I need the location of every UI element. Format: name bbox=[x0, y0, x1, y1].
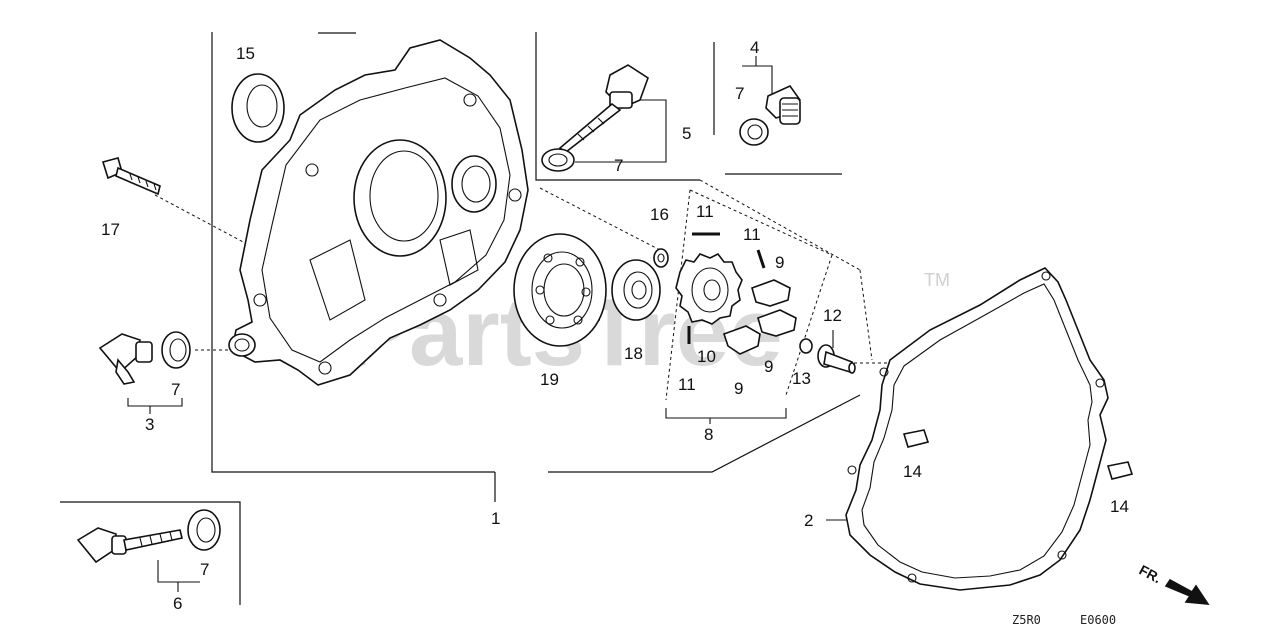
callout-10: 10 bbox=[697, 347, 716, 366]
drain-plug-washer bbox=[739, 118, 769, 146]
oil-dipstick bbox=[76, 527, 183, 564]
flange-bolt bbox=[101, 157, 161, 196]
governor-weight-upper bbox=[751, 279, 791, 307]
callout-3: 3 bbox=[145, 415, 154, 434]
dipstick-o-ring bbox=[187, 509, 221, 551]
diagram-code-left: Z5R0 bbox=[1012, 613, 1041, 627]
dowel-pin-left bbox=[902, 429, 930, 448]
crankcase-cover bbox=[228, 39, 529, 386]
ball-bearing-large bbox=[513, 233, 607, 347]
callout-18: 18 bbox=[624, 344, 643, 363]
oil-seal bbox=[231, 73, 285, 143]
callout-5: 5 bbox=[682, 124, 691, 143]
oil-level-dipstick bbox=[558, 64, 649, 153]
governor-weight-mid bbox=[757, 309, 797, 337]
shaft-washer bbox=[799, 338, 813, 354]
dipstick-seal-ring bbox=[541, 148, 575, 172]
callout-11-mid: 11 bbox=[743, 225, 761, 244]
callout-7-seal: 7 bbox=[200, 560, 209, 579]
callout-labels: 1 2 3 4 5 6 7 7 7 7 8 9 9 9 10 11 11 11 … bbox=[101, 38, 1129, 613]
callout-9-lower: 9 bbox=[734, 379, 743, 398]
front-direction-arrow bbox=[1164, 578, 1210, 605]
callout-13: 13 bbox=[792, 369, 811, 388]
diagram-code-right: E0600 bbox=[1080, 613, 1116, 627]
callout-6: 6 bbox=[173, 594, 182, 613]
callout-2: 2 bbox=[804, 511, 813, 530]
governor-gear bbox=[675, 252, 743, 325]
thrust-washer bbox=[653, 248, 669, 268]
cap-o-ring-left bbox=[161, 331, 191, 369]
governor-shaft bbox=[817, 344, 856, 374]
callout-1: 1 bbox=[491, 509, 500, 528]
callout-17: 17 bbox=[101, 220, 120, 239]
callout-19: 19 bbox=[540, 370, 559, 389]
callout-9-mid: 9 bbox=[764, 357, 773, 376]
callout-brackets bbox=[127, 56, 848, 592]
group-frames bbox=[60, 32, 861, 605]
callout-9-upper: 9 bbox=[775, 253, 784, 272]
callout-14-right: 14 bbox=[1110, 497, 1129, 516]
callout-12: 12 bbox=[823, 306, 842, 325]
dowel-pin-right bbox=[1106, 461, 1134, 480]
callout-16: 16 bbox=[650, 205, 669, 224]
oil-filler-cap bbox=[98, 333, 153, 385]
callout-14-left: 14 bbox=[903, 462, 922, 481]
ball-bearing-small bbox=[611, 259, 661, 321]
callout-4: 4 bbox=[750, 38, 759, 57]
drain-plug bbox=[765, 84, 801, 125]
callout-8: 8 bbox=[704, 425, 713, 444]
front-indicator-label: FR. bbox=[1137, 562, 1164, 587]
watermark-trademark: TM bbox=[924, 270, 950, 290]
callout-7-cap: 7 bbox=[171, 380, 180, 399]
callout-11-low: 11 bbox=[678, 375, 696, 394]
callout-11-top: 11 bbox=[696, 202, 714, 221]
cover-gasket bbox=[845, 267, 1109, 591]
governor-weight-lower bbox=[722, 325, 761, 355]
callout-7-dipstick: 7 bbox=[614, 156, 623, 175]
callout-15: 15 bbox=[236, 44, 255, 63]
governor-pin-mid bbox=[756, 249, 766, 269]
leader-lines bbox=[154, 179, 890, 401]
callout-7-drain: 7 bbox=[735, 84, 744, 103]
